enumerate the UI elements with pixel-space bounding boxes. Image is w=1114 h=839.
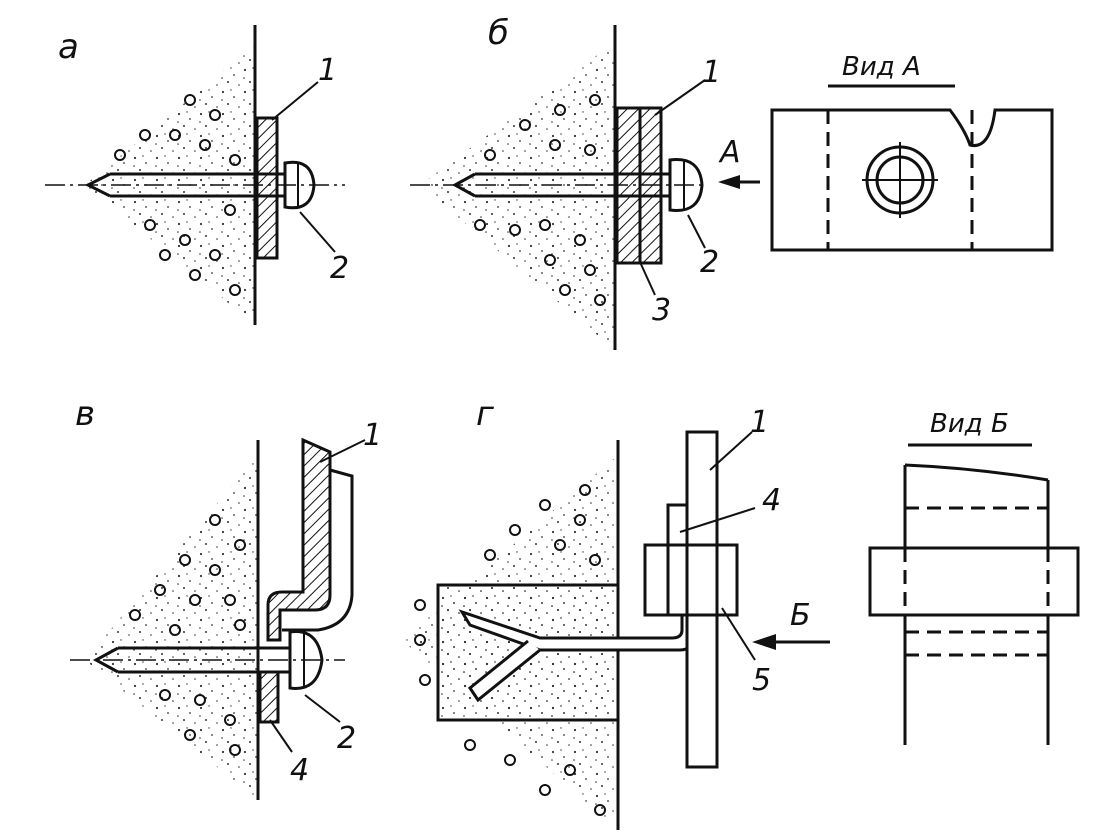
pebbles-b — [474, 94, 606, 306]
part-1-v — [266, 437, 332, 642]
anchor-fork-g — [467, 639, 541, 703]
pebbles-v — [129, 514, 246, 756]
panel-b: б 1 2 3 А — [410, 13, 760, 350]
leader-2-a — [299, 211, 336, 253]
panel-g: г 1 4 5 Б — [402, 394, 830, 830]
callout-2-v: 2 — [337, 721, 356, 756]
view-arrow-b-head — [752, 634, 776, 650]
leader-1-v — [319, 439, 366, 463]
arrow-label-a: А — [718, 135, 741, 170]
bracket-outline-v — [282, 468, 354, 632]
strip-1-g — [685, 430, 719, 769]
leader-1-a — [271, 81, 319, 121]
callout-1-v: 1 — [363, 418, 382, 453]
view-b-clamp — [868, 546, 1080, 617]
callout-1-a: 1 — [318, 53, 337, 88]
panel-a: а 1 2 — [45, 25, 349, 325]
arrow-label-b: Б — [790, 598, 811, 633]
pebbles-a — [114, 94, 241, 296]
callout-1-b: 1 — [702, 55, 721, 90]
leader-1-b — [654, 79, 706, 116]
panel-label-g: г — [476, 394, 495, 434]
callout-4-g: 4 — [762, 483, 781, 518]
leader-4-g — [679, 507, 756, 533]
panel-label-b: б — [488, 13, 509, 53]
view-a-title: Вид А — [842, 52, 921, 82]
part-1-a — [255, 116, 279, 260]
leader-3-b — [639, 261, 656, 296]
leader-5-g — [721, 607, 756, 661]
view-arrow-a-head — [718, 175, 740, 189]
leader-2-v — [304, 694, 341, 723]
callout-2-a: 2 — [330, 251, 349, 286]
callout-3-b: 3 — [652, 293, 671, 328]
view-b-top-edge — [904, 463, 1049, 482]
clamp-5-g — [643, 543, 739, 617]
view-b-title: Вид Б — [930, 409, 1009, 439]
callout-5-g: 5 — [752, 663, 771, 698]
callout-2-b: 2 — [700, 245, 719, 280]
part-4-g — [666, 503, 689, 617]
panel-label-a: а — [58, 27, 79, 67]
panel-label-v: в — [75, 394, 95, 434]
leader-4-v — [269, 719, 293, 753]
panel-v: в 1 2 4 — [70, 394, 382, 800]
view-a: Вид А — [770, 52, 1054, 252]
callout-1-g: 1 — [750, 405, 769, 440]
pebbles-g — [414, 484, 606, 816]
callout-4-v: 4 — [290, 753, 309, 788]
view-b: Вид Б — [868, 409, 1080, 745]
leader-2-b — [687, 214, 706, 249]
part-4-v — [258, 670, 280, 724]
leader-1-g — [709, 431, 753, 471]
